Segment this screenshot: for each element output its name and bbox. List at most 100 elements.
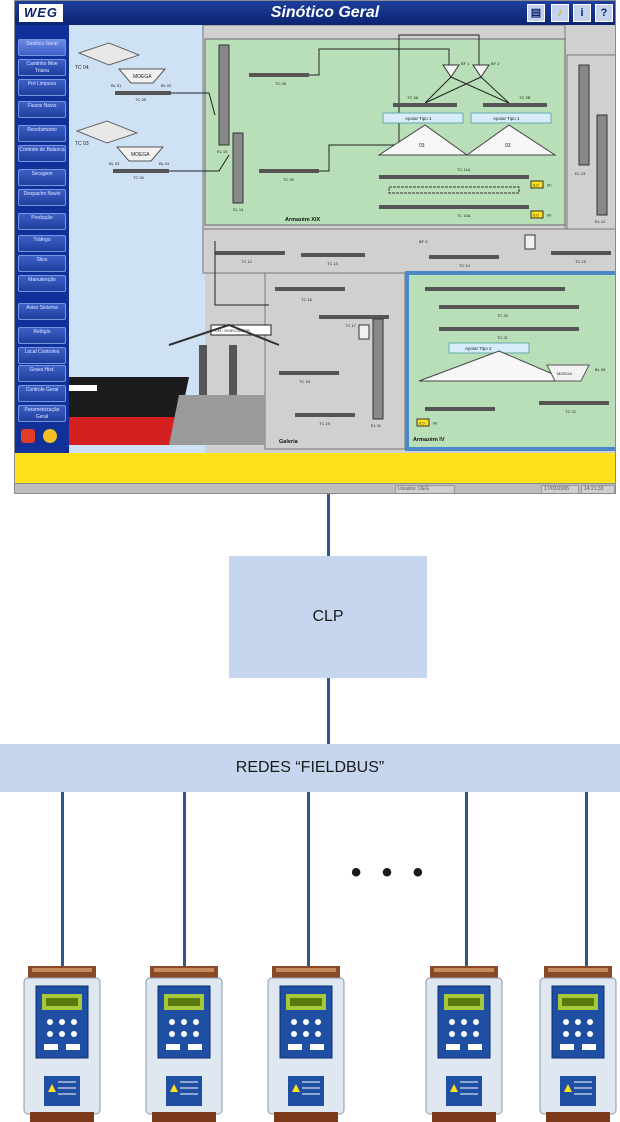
menu-item-grava[interactable]: Grava Hist.: [18, 365, 66, 382]
menu-item-producao[interactable]: Produção: [18, 213, 66, 230]
menu-item-silos[interactable]: Silos: [18, 255, 66, 272]
plant-synoptic: TC 04 TC 03 MOEGA MOEGA BL 01 BL 02 BL 0…: [69, 25, 615, 453]
tag: BF 1: [461, 61, 470, 66]
tag: TC 05: [135, 97, 147, 102]
report-icon[interactable]: ▤: [527, 4, 545, 22]
tag: EL 13: [575, 171, 586, 176]
tag: TC 20: [497, 313, 509, 318]
conveyor: [215, 251, 285, 255]
tag: MOEGA: [131, 152, 150, 158]
wire-drive-3: [307, 792, 310, 968]
frequency-inverter-drive: [538, 966, 618, 1122]
valve: [524, 234, 536, 250]
wire-clp-fieldbus: [327, 678, 330, 744]
shiploader-leg: [199, 345, 207, 395]
tag: EL 15: [217, 149, 228, 154]
flow-line: [214, 241, 269, 306]
status-user: Usuário: OEG: [395, 485, 455, 493]
tag: TC 9B: [519, 95, 531, 100]
menu-item-secagem[interactable]: Secagem: [18, 169, 66, 186]
weg-logo: WEG: [19, 4, 63, 22]
flow-unit: t/h: [547, 183, 551, 188]
silo-label-box: [448, 342, 530, 354]
menu-item-manutencao[interactable]: Manutenção: [18, 275, 66, 292]
grain-pile: [377, 124, 469, 156]
help-icon[interactable]: ?: [595, 4, 613, 22]
status-bar: Usuário: OEG 17/03/2005 14:21:33: [15, 483, 615, 493]
menu-item-pre-limpeza[interactable]: Pré Limpeza: [18, 79, 66, 96]
tag: TC 03: [75, 141, 89, 147]
flow-line: [450, 76, 510, 104]
tag: BF 3: [419, 239, 428, 244]
wire-drive-2: [183, 792, 186, 968]
tag: TC 14: [459, 263, 471, 268]
tag: CN / SHIPLOADER: [215, 328, 250, 333]
info-icon[interactable]: i: [573, 4, 591, 22]
hopper-a: [117, 68, 167, 84]
tag: TC 13: [327, 261, 339, 266]
menu-item-despacho[interactable]: Despacho Navio: [18, 189, 66, 206]
conveyor: [439, 327, 579, 331]
elevator: [596, 114, 608, 216]
flow-line: [171, 92, 216, 116]
tag: MOEGA: [557, 371, 572, 376]
conveyor: [279, 371, 339, 375]
menu-item-controle[interactable]: Controle Geral: [18, 385, 66, 402]
grain-pile: [418, 350, 570, 382]
tag: TC 9A: [407, 95, 419, 100]
elevator: [218, 44, 230, 146]
tag: 03: [505, 143, 511, 149]
conveyor: [301, 253, 365, 257]
conveyor: [379, 175, 529, 179]
area-label: Galeria: [279, 439, 299, 445]
elevator: [578, 64, 590, 166]
conveyor: [379, 205, 529, 209]
bifurcation: [472, 64, 490, 78]
tag: TC 10A: [457, 213, 471, 218]
flow-line: [424, 76, 482, 104]
conveyor: [393, 103, 457, 107]
tag: TC 12: [241, 259, 253, 264]
tag: BL 03: [109, 161, 120, 166]
menu-item-balanca[interactable]: Controle de Balanca: [18, 145, 66, 162]
alarm-bell-icon[interactable]: ♪: [551, 4, 569, 22]
flow-line: [309, 48, 450, 76]
fieldbus-network: REDES “FIELDBUS”: [0, 744, 620, 792]
user-icon[interactable]: [43, 429, 57, 443]
menu-item-fluxos[interactable]: Fluxos Navio: [18, 101, 66, 118]
shiploader-leg: [229, 345, 237, 395]
area-label: Armazém IV: [413, 437, 445, 443]
pier: [169, 395, 265, 445]
tag: TC 06: [133, 175, 145, 180]
flow-line: [480, 76, 510, 104]
exit-icon[interactable]: [21, 429, 35, 443]
frequency-inverter-drive: [144, 966, 224, 1122]
valve: [358, 324, 370, 340]
conveyor: [113, 169, 169, 173]
tag: TC 19: [319, 421, 331, 426]
tag: BL 01: [111, 83, 122, 88]
conveyor: [439, 305, 579, 309]
menu-item-relogio[interactable]: Relógio: [18, 327, 66, 344]
area-label: Armazém XIX: [285, 217, 320, 223]
menu-item-parametros[interactable]: Parametrização Geral: [18, 405, 66, 422]
tag: BL 02: [161, 83, 172, 88]
flow-unit: t/h: [547, 213, 551, 218]
menu-item-aviso[interactable]: Aviso Sistema: [18, 303, 66, 320]
ship-hull: [69, 377, 189, 425]
menu-item-trafego[interactable]: Tráfego: [18, 235, 66, 252]
tag: EL 11: [371, 423, 382, 428]
scada-screen: WEG Sinótico Geral ▤ ♪ i ? Sinótico Gera…: [14, 0, 616, 494]
tag: BL 05: [595, 367, 606, 372]
value-display: [416, 418, 430, 427]
flow-line: [169, 154, 230, 172]
conveyor: [425, 287, 565, 291]
menu-item-sinotico[interactable]: Sinótico Geral: [18, 39, 66, 56]
menu-item-recebimento[interactable]: Recebimento: [18, 125, 66, 142]
frequency-inverter-drive: [22, 966, 102, 1122]
frequency-inverter-drive: [424, 966, 504, 1122]
tag: Apoiar Tipo 1: [493, 116, 520, 121]
menu-item-local[interactable]: Local Controles: [18, 347, 66, 364]
tag: TC 08: [275, 81, 287, 86]
menu-item-caminho[interactable]: Caminho Moe Triana: [18, 59, 66, 76]
